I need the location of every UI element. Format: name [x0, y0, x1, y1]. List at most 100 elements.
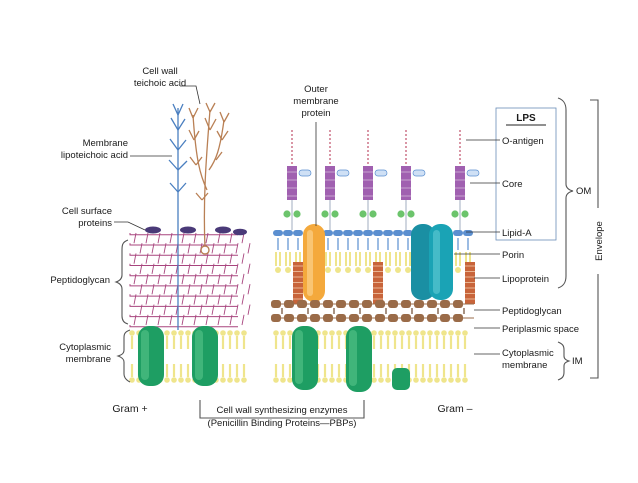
mesh-strand	[129, 243, 238, 246]
lipoprotein-body	[465, 262, 475, 304]
mesh-crosslink	[235, 304, 239, 315]
mesh-crosslink	[151, 304, 155, 315]
lipid-a-head	[453, 230, 463, 236]
lipid-head	[441, 330, 447, 336]
label-cyto-right-1: Cytoplasmic	[502, 348, 554, 359]
lipid-head	[413, 330, 419, 336]
mesh-crosslink	[169, 253, 173, 264]
pg-unit	[323, 300, 333, 308]
pg-unit	[440, 314, 450, 322]
lipid-head	[448, 330, 454, 336]
lipid-head	[164, 330, 170, 336]
label-o-antigen: O-antigen	[502, 136, 544, 147]
core-sugar	[336, 169, 350, 177]
pg-unit	[401, 314, 411, 322]
mesh-crosslink	[205, 232, 209, 244]
label-gram-positive: Gram +	[112, 403, 147, 415]
lipid-head	[427, 377, 433, 383]
lipid-a-head	[283, 230, 293, 236]
mesh-crosslink	[217, 232, 221, 244]
porin-protein	[411, 224, 453, 300]
mesh-crosslink	[163, 304, 167, 315]
lipid-head	[427, 330, 433, 336]
mesh-crosslink	[241, 294, 245, 305]
lipid-a-head	[463, 230, 473, 236]
om-head	[395, 267, 401, 273]
label-gram-negative: Gram –	[437, 403, 472, 415]
lipid-head	[378, 330, 384, 336]
lipid-a-sugar	[369, 210, 377, 218]
lipid-head	[273, 377, 279, 383]
lipid-head	[336, 330, 342, 336]
mesh-crosslink	[133, 273, 137, 285]
mesh-crosslink	[235, 263, 239, 274]
mesh-crosslink	[241, 273, 245, 285]
pg-unit	[271, 300, 281, 308]
om-head	[345, 267, 351, 273]
mesh-crosslink	[139, 243, 143, 254]
lipid-head	[185, 330, 191, 336]
mesh-crosslink	[181, 294, 185, 305]
lipid-head	[413, 377, 419, 383]
mesh-crosslink	[199, 304, 203, 315]
peptidoglycan-layer-right	[271, 300, 474, 322]
mesh-crosslink	[139, 263, 143, 274]
mesh-crosslink	[229, 253, 233, 264]
pg-unit	[427, 314, 437, 322]
pg-unit	[453, 300, 463, 308]
lipid-head	[406, 330, 412, 336]
lps-molecules	[283, 130, 480, 230]
mesh-crosslink	[163, 284, 167, 295]
mesh-strand	[129, 304, 238, 307]
lipid-head	[329, 330, 335, 336]
lipid-head	[434, 330, 440, 336]
pbp-proteins-right	[292, 326, 410, 392]
mesh-crosslink	[247, 304, 251, 315]
pg-unit	[453, 314, 463, 322]
lipid-head	[378, 377, 384, 383]
mesh-crosslink	[211, 263, 215, 274]
mesh-crosslink	[145, 273, 149, 285]
lipid-a-head	[353, 230, 363, 236]
mesh-crosslink	[217, 253, 221, 264]
lipid-a-sugar	[397, 210, 405, 218]
label-cell-wall-2: teichoic acid	[134, 78, 186, 89]
mesh-crosslink	[187, 243, 191, 254]
om-head	[385, 267, 391, 273]
lps-box	[495, 107, 557, 241]
om-brace	[557, 97, 574, 289]
mesh-crosslink	[169, 232, 173, 244]
lipid-a-head	[383, 230, 393, 236]
mesh-crosslink	[187, 304, 191, 315]
lipid-head	[441, 377, 447, 383]
label-surface-1: Cell surface	[62, 206, 112, 217]
lipid-head	[171, 377, 177, 383]
label-lta-2: lipoteichoic acid	[61, 150, 128, 161]
label-omp-2: membrane	[293, 96, 338, 107]
label-omp-3: protein	[301, 108, 330, 119]
pg-unit	[349, 314, 359, 322]
om-head	[325, 267, 331, 273]
mesh-crosslink	[223, 263, 227, 274]
lipid-head	[129, 377, 135, 383]
mesh-crosslink	[145, 314, 149, 326]
mesh-strand	[129, 263, 238, 266]
lipid-head	[434, 377, 440, 383]
pg-unit	[375, 300, 385, 308]
core-sugar	[412, 169, 426, 177]
lipid-a-sugar	[359, 210, 367, 218]
mesh-crosslink	[169, 294, 173, 305]
mesh-crosslink	[187, 263, 191, 274]
pg-unit	[297, 314, 307, 322]
lipid-head	[178, 377, 184, 383]
label-periplasmic: Periplasmic space	[502, 324, 579, 335]
mesh-crosslink	[145, 294, 149, 305]
mesh-crosslink	[199, 284, 203, 295]
mesh-crosslink	[235, 243, 239, 254]
teichoic-anchor	[200, 245, 210, 255]
mesh-crosslink	[181, 273, 185, 285]
lipid-a-sugar	[461, 210, 469, 218]
mesh-crosslink	[247, 263, 251, 274]
mesh-crosslink	[151, 263, 155, 274]
pg-unit	[427, 300, 437, 308]
